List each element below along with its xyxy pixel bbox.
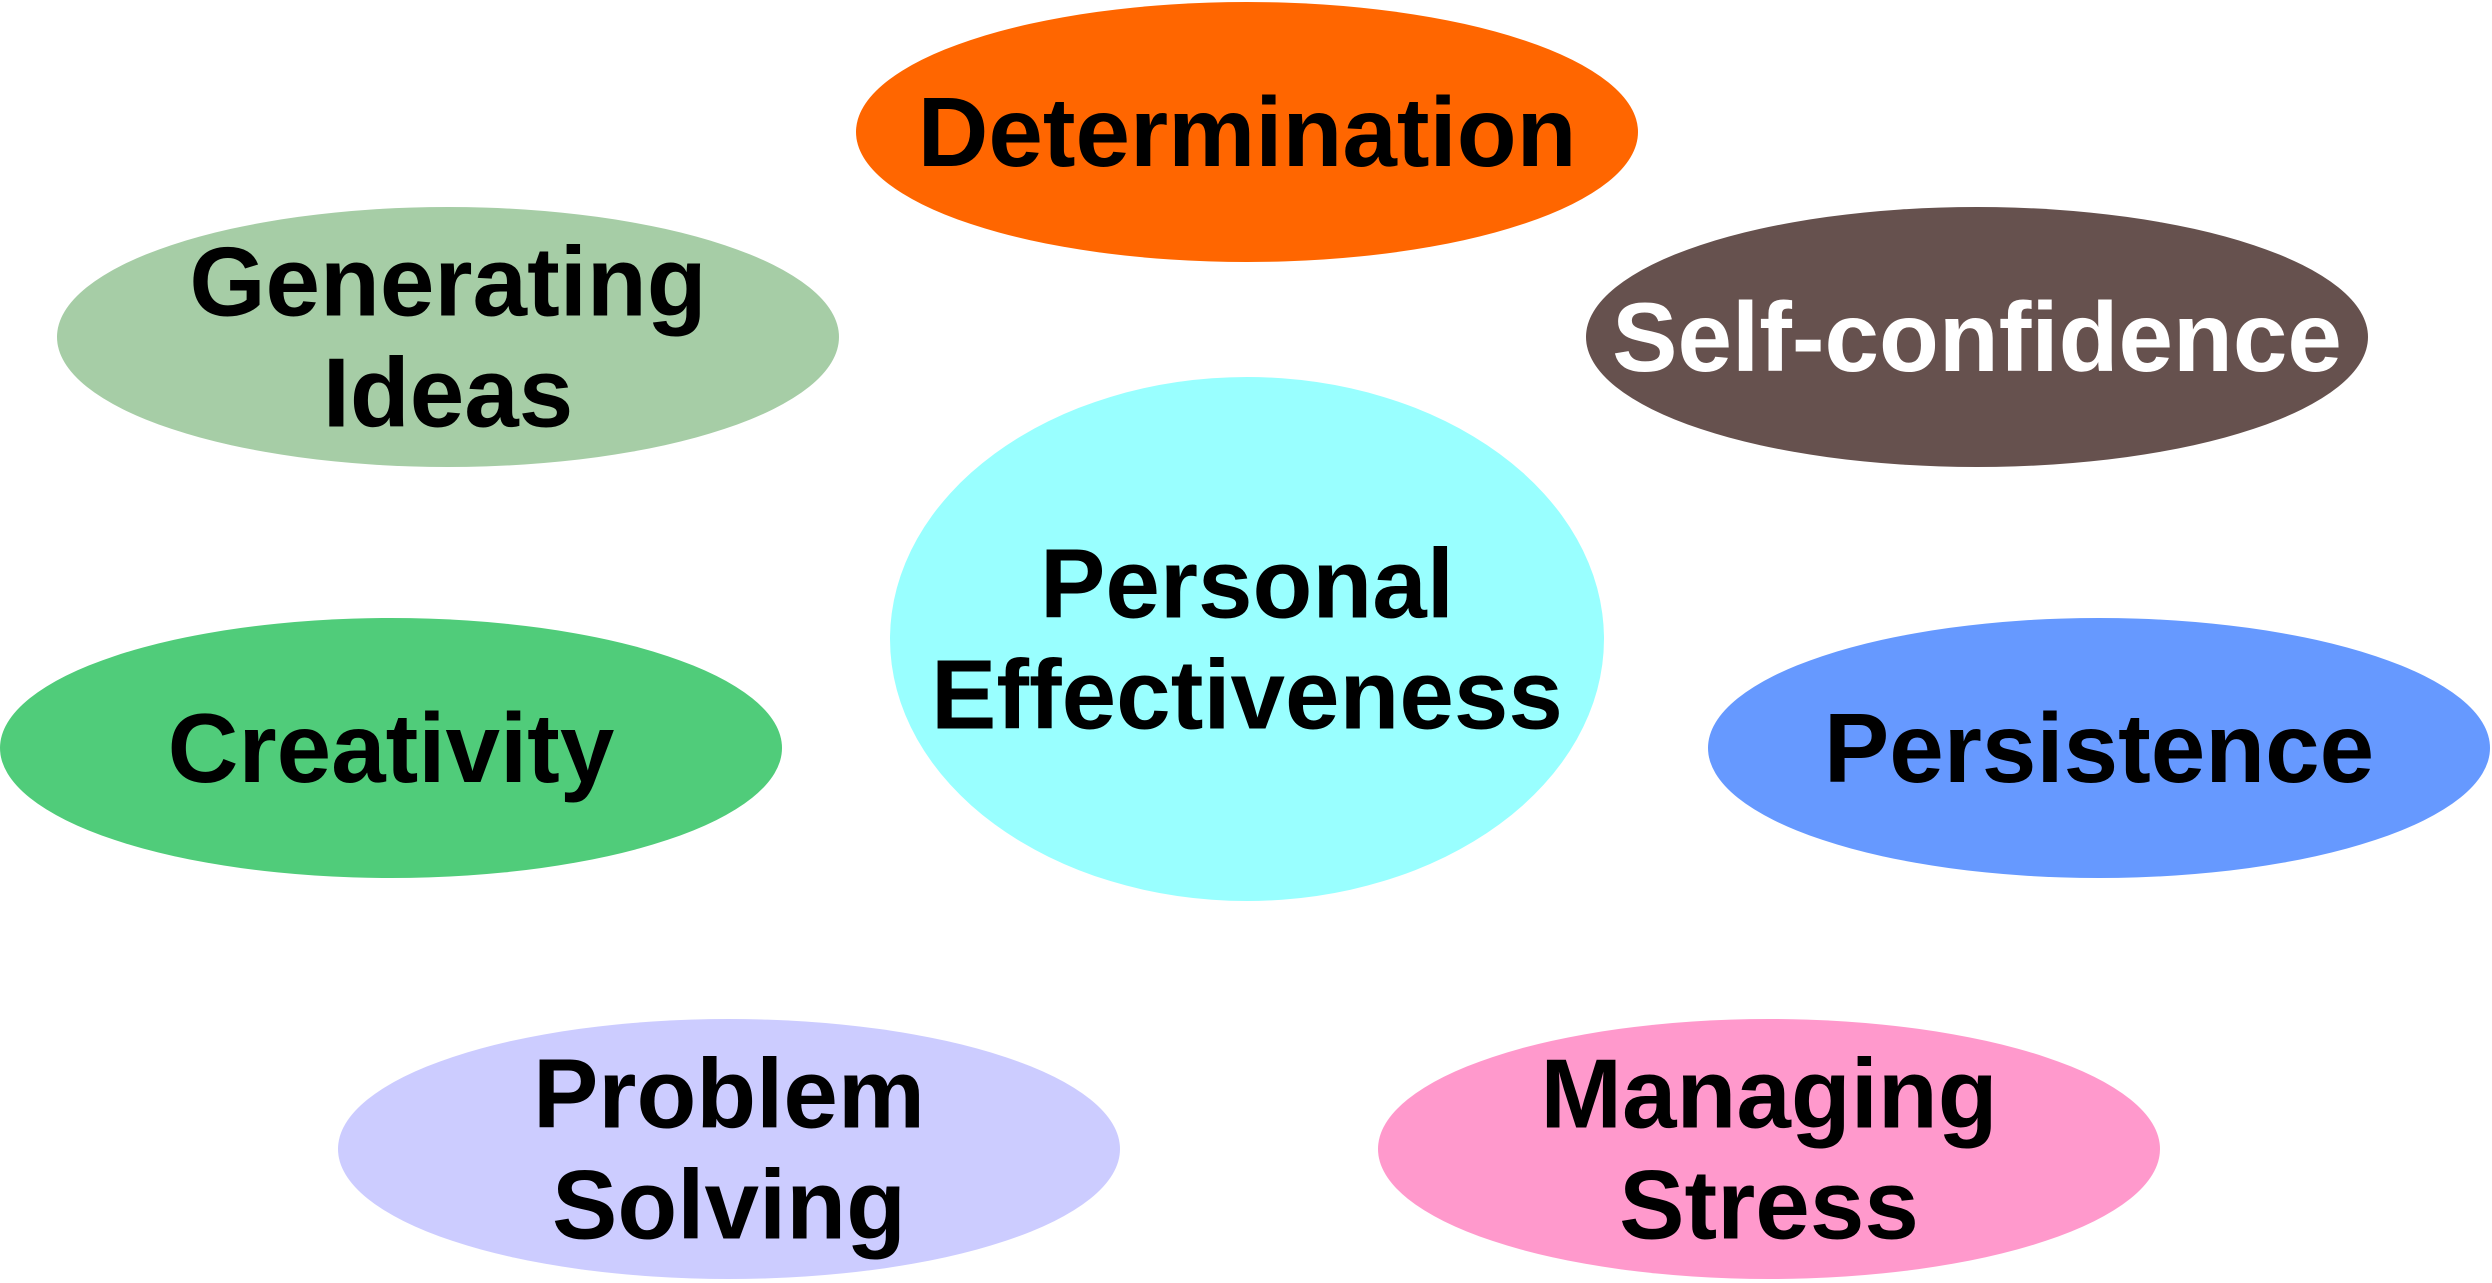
persistence-label: Persistence — [1824, 693, 2374, 803]
node-creativity: Creativity — [0, 618, 782, 878]
generating-ideas-label: Generating — [189, 227, 706, 337]
center-label: Personal — [1040, 529, 1454, 639]
persistence-ellipse — [1708, 618, 2490, 878]
determination-label: Determination — [918, 77, 1577, 187]
managing-stress-label: Managing — [1540, 1039, 1997, 1149]
center-ellipse — [890, 377, 1604, 901]
problem-solving-label: Problem — [533, 1039, 925, 1149]
problem-solving-ellipse — [338, 1019, 1120, 1279]
self-confidence-label: Self-confidence — [1612, 282, 2342, 392]
node-persistence: Persistence — [1708, 618, 2490, 878]
node-self-confidence: Self-confidence — [1586, 207, 2368, 467]
managing-stress-ellipse — [1378, 1019, 2160, 1279]
node-determination: Determination — [856, 2, 1638, 262]
creativity-ellipse — [0, 618, 782, 878]
self-confidence-ellipse — [1586, 207, 2368, 467]
problem-solving-label: Solving — [552, 1150, 906, 1260]
generating-ideas-label: Ideas — [323, 338, 574, 448]
managing-stress-label: Stress — [1619, 1150, 1919, 1260]
creativity-label: Creativity — [168, 693, 615, 803]
generating-ideas-ellipse — [57, 207, 839, 467]
determination-ellipse — [856, 2, 1638, 262]
center-label: Effectiveness — [931, 640, 1563, 750]
